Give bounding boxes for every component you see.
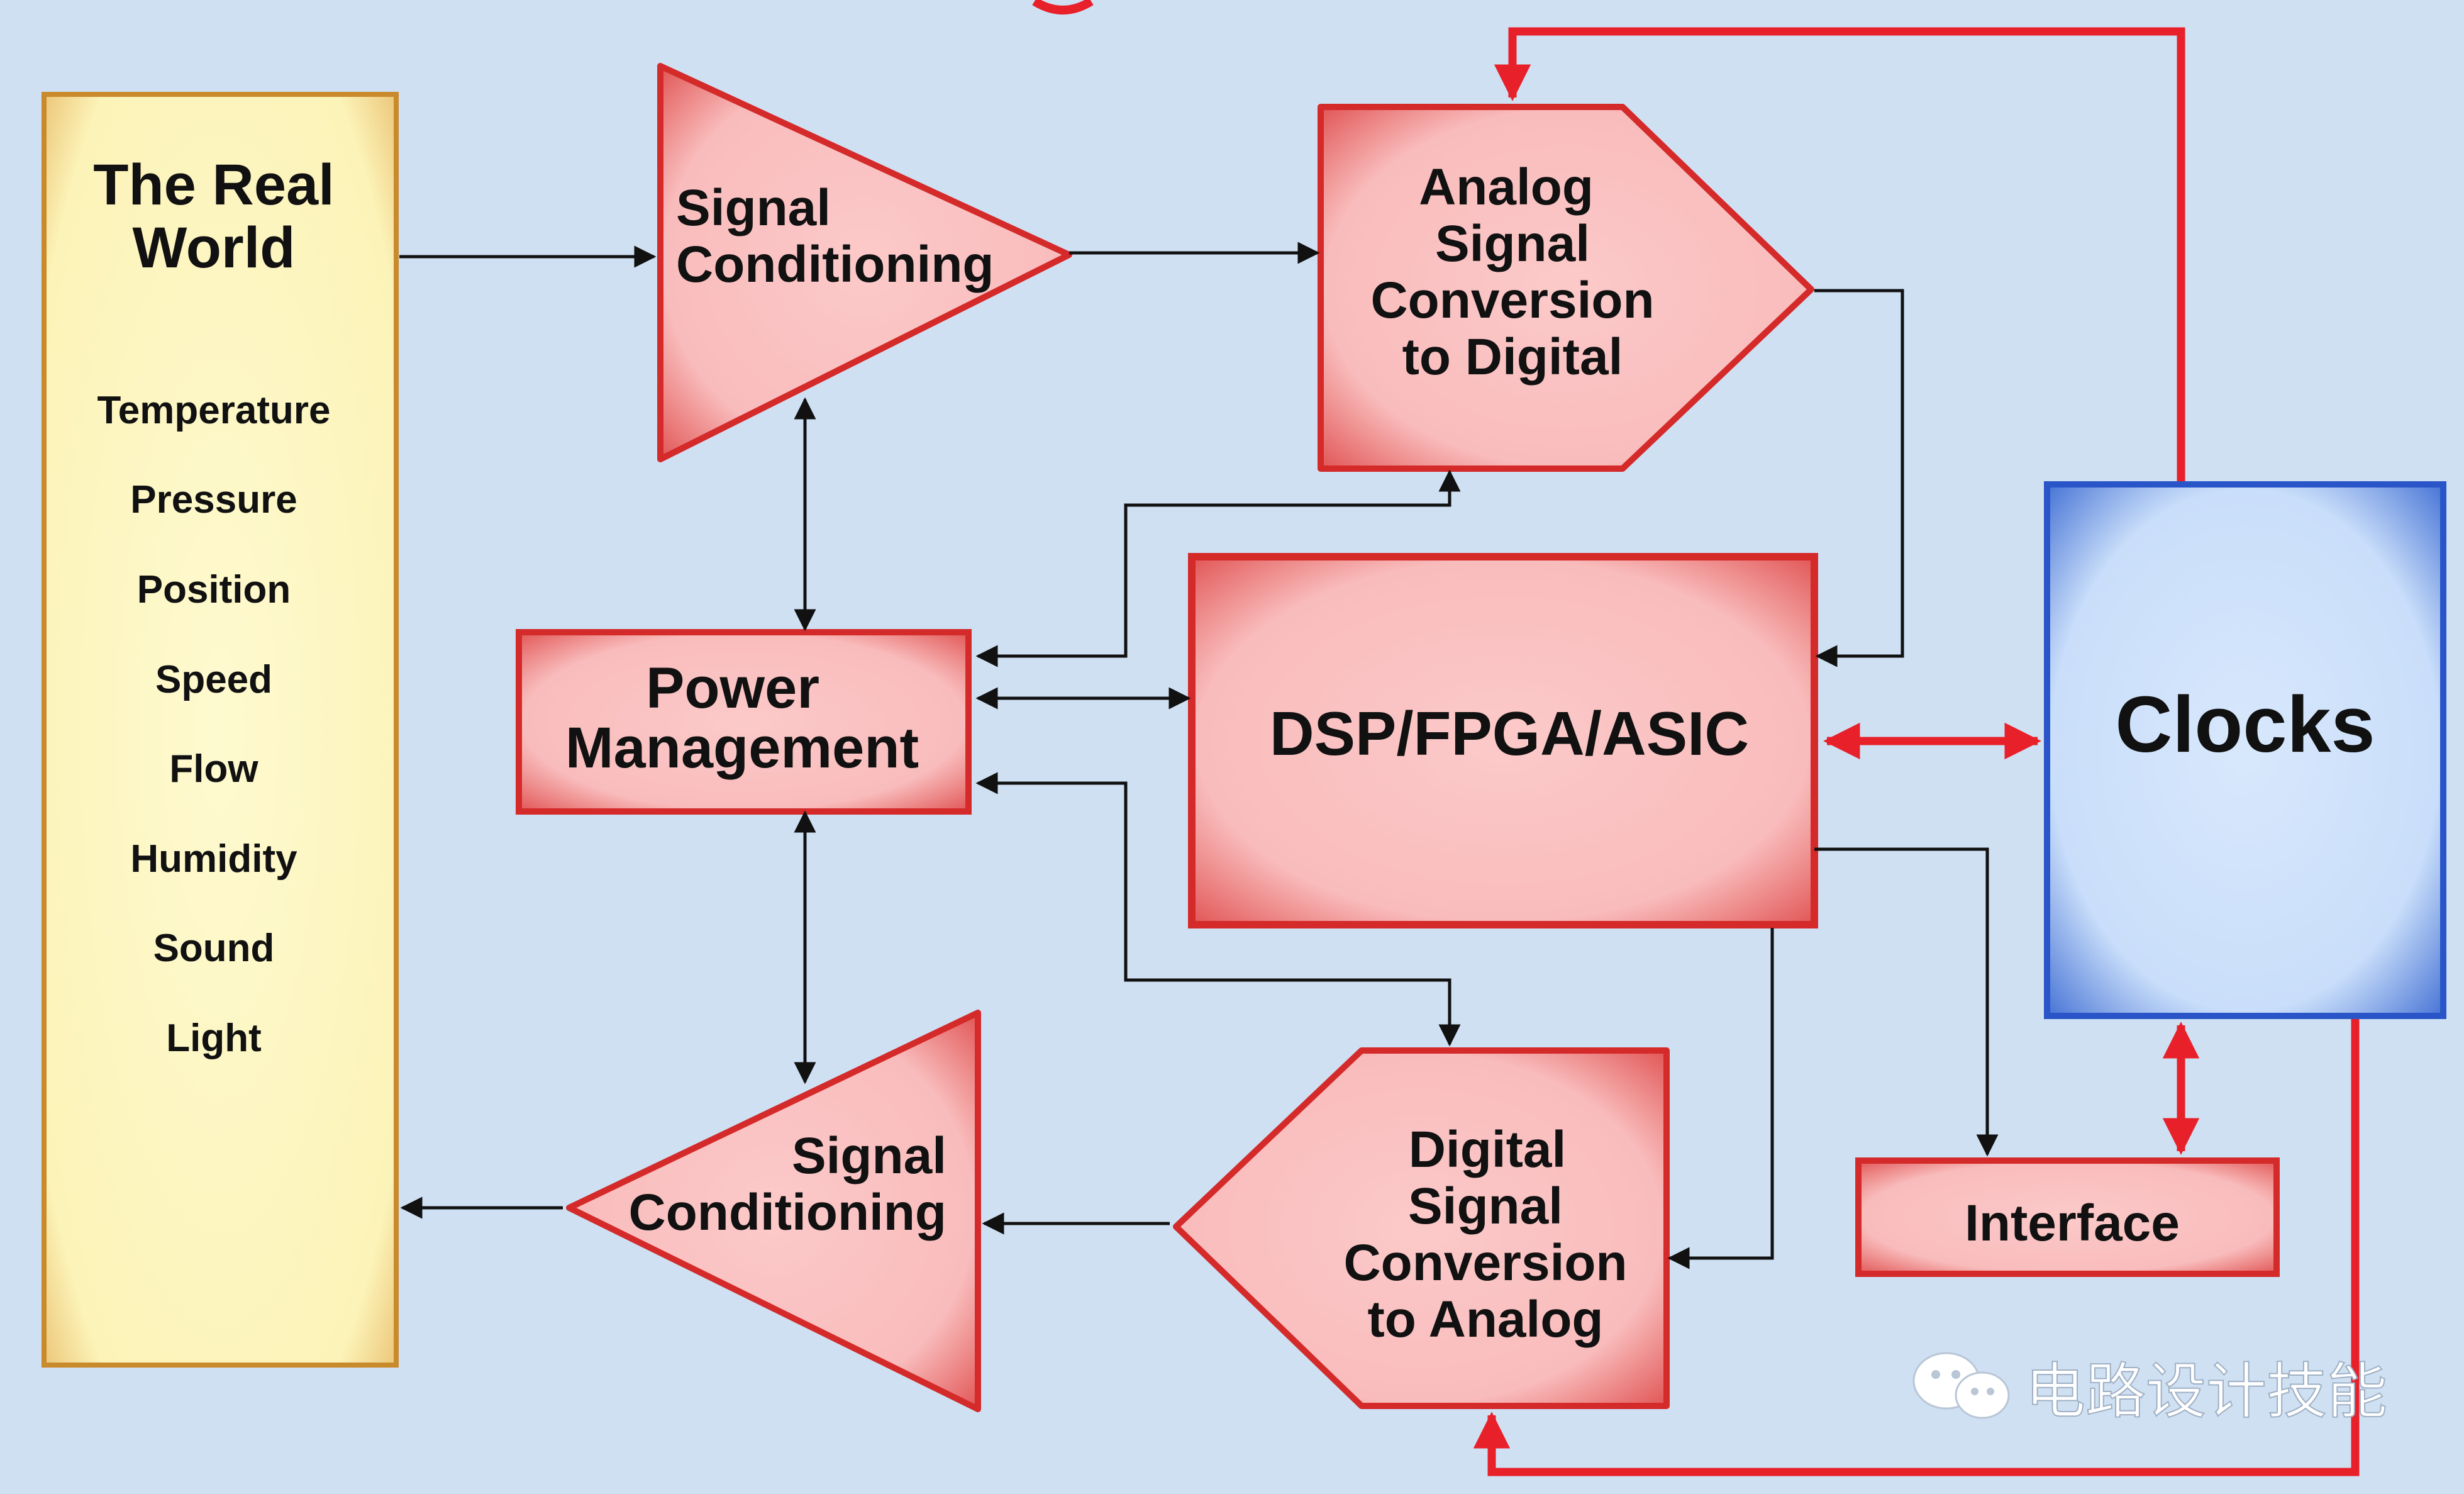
clocks-block: Clocks <box>2044 481 2446 1019</box>
arrow-power-to-adc <box>975 469 1461 667</box>
adc-label-2: Signal <box>1435 215 1590 272</box>
signal-conditioning-out-block: Signal Conditioning <box>566 1010 981 1412</box>
clocks-label: Clocks <box>2115 680 2375 769</box>
adc-block: Analog Signal Conversion to Digital <box>1318 104 1814 472</box>
power-management-label-1: Power <box>646 656 819 720</box>
signal-connectors <box>399 242 1999 1269</box>
arrow-processor-to-dac <box>1667 928 1774 1269</box>
real-world-title: The Real <box>93 153 334 217</box>
signal-conditioning-in-label-1: Signal <box>676 179 831 237</box>
processor-label: DSP/FPGA/ASIC <box>1270 699 1749 768</box>
real-world-title-2: World <box>133 216 296 280</box>
clock-line-fragment <box>1032 0 1094 14</box>
interface-block: Interface <box>1855 1157 2280 1277</box>
watermark: 电路设计技能 <box>1912 1352 2388 1427</box>
arrow-power-to-dac <box>975 772 1461 1047</box>
dac-label-4: to Analog <box>1367 1291 1603 1348</box>
power-management-label-2: Management <box>565 716 919 780</box>
arrow-processor-to-interface <box>1814 847 1999 1157</box>
power-management-block: Power Management <box>516 629 972 815</box>
interface-label: Interface <box>1965 1195 2180 1252</box>
watermark-text: 电路设计技能 <box>2025 1356 2387 1427</box>
real-world-item-speed: Speed <box>155 658 272 701</box>
adc-label-4: to Digital <box>1402 328 1623 386</box>
dac-label-1: Digital <box>1409 1121 1567 1178</box>
signal-conditioning-out-label-2: Conditioning <box>629 1184 947 1241</box>
clock-line-to-adc <box>1494 27 2185 481</box>
real-world-item-temperature: Temperature <box>97 389 331 432</box>
arrow-adc-to-processor <box>1814 289 1904 667</box>
dac-label-3: Conversion <box>1343 1234 1627 1291</box>
real-world-item-humidity: Humidity <box>130 837 297 881</box>
real-world-item-pressure: Pressure <box>130 478 297 521</box>
adc-label-3: Conversion <box>1370 272 1654 329</box>
processor-block: DSP/FPGA/ASIC <box>1188 553 1818 928</box>
adc-label-1: Analog <box>1419 159 1594 216</box>
clock-line-to-dac <box>1473 1019 2360 1476</box>
dac-block: Digital Signal Conversion to Analog <box>1173 1047 1670 1409</box>
signal-conditioning-in-label-2: Conditioning <box>676 236 994 293</box>
dac-label-2: Signal <box>1408 1178 1563 1235</box>
real-world-item-sound: Sound <box>153 927 275 970</box>
real-world-block: The Real World Temperature Pressure Posi… <box>42 92 399 1368</box>
real-world-item-light: Light <box>166 1017 262 1060</box>
real-world-item-flow: Flow <box>169 747 258 791</box>
clock-connectors <box>1473 27 2360 1476</box>
signal-conditioning-out-label-1: Signal <box>792 1127 946 1185</box>
signal-conditioning-in-block: Signal Conditioning <box>657 63 1072 462</box>
real-world-item-position: Position <box>137 568 291 611</box>
wechat-icon <box>1912 1352 2010 1419</box>
